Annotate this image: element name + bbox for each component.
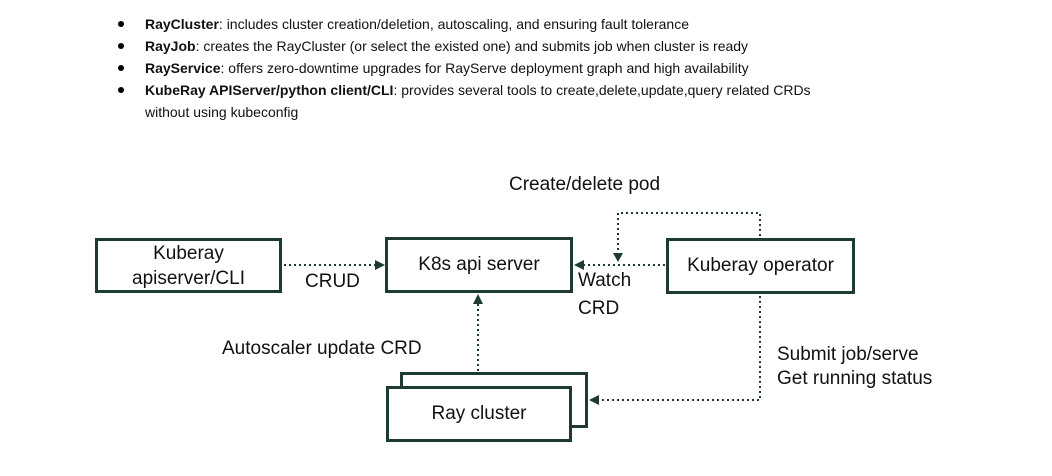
bullet-term: RayJob [145,38,196,54]
edge-label-watch-line1: Watch [578,270,632,291]
edge-label-submit-job: Submit job/serve Get running status [777,343,932,391]
bullet-desc: : offers zero-downtime upgrades for RayS… [220,60,749,76]
bullet-desc: : creates the RayCluster (or select the … [195,38,749,54]
submit-job-arrowhead-icon [589,395,599,405]
watch-crd-arrowhead-icon [574,260,584,270]
bullet-text: RayService: offers zero-downtime upgrade… [145,57,749,79]
bullet-icon [118,87,124,93]
autoscaler-arrowhead-icon [473,294,483,304]
bullet-item-rayservice: RayService: offers zero-downtime upgrade… [118,57,918,79]
bullet-icon [118,65,124,71]
node-ray-cluster: Ray cluster [386,386,572,442]
node-kuberay-operator: Kuberay operator [666,238,855,294]
bullet-desc: : provides several tools to create,delet… [393,82,811,98]
node-label: Ray cluster [431,403,527,424]
bullet-item-rayjob: RayJob: creates the RayCluster (or selec… [118,35,918,57]
bullet-icon [118,21,124,27]
bullet-item-raycluster: RayCluster: includes cluster creation/de… [118,13,918,35]
bullet-text: KubeRay APIServer/python client/CLI: pro… [145,79,811,123]
edge-label-create-delete-pod: Create/delete pod [509,174,661,195]
create-delete-pod-arrowhead-icon [613,253,623,262]
bullet-desc-continuation: without using kubeconfig [145,104,299,120]
edge-label-watch-crd: Watch CRD [578,267,631,323]
crud-arrowhead-icon [375,260,385,270]
bullet-term: RayService [145,60,221,76]
edge-label-submit-line1: Submit job/serve [777,344,919,365]
edge-label-watch-line2: CRD [578,298,620,319]
node-label: Kuberay operator [687,255,834,276]
node-label-line2: apiserver/CLI [132,267,245,289]
bullet-text: RayCluster: includes cluster creation/de… [145,13,689,35]
bullet-icon [118,43,124,49]
bullet-term: RayCluster [145,16,219,32]
node-label: K8s api server [418,254,540,275]
feature-bullet-list: RayCluster: includes cluster creation/de… [118,13,918,123]
create-delete-pod-arrow [617,212,761,253]
bullet-term: KubeRay APIServer/python client/CLI [145,82,394,98]
bullet-item-apiserver: KubeRay APIServer/python client/CLI: pro… [118,79,918,123]
submit-job-arrow [598,296,761,401]
bullet-desc: : includes cluster creation/deletion, au… [218,16,689,32]
edge-label-crud: CRUD [305,271,360,292]
edge-label-autoscaler-update-crd: Autoscaler update CRD [222,338,422,359]
bullet-text: RayJob: creates the RayCluster (or selec… [145,35,748,57]
node-kuberay-apiserver-cli: Kuberay apiserver/CLI [95,238,282,293]
node-label-line1: Kuberay [153,242,224,264]
node-k8s-api-server: K8s api server [385,237,573,293]
edge-label-submit-line2: Get running status [777,368,933,389]
